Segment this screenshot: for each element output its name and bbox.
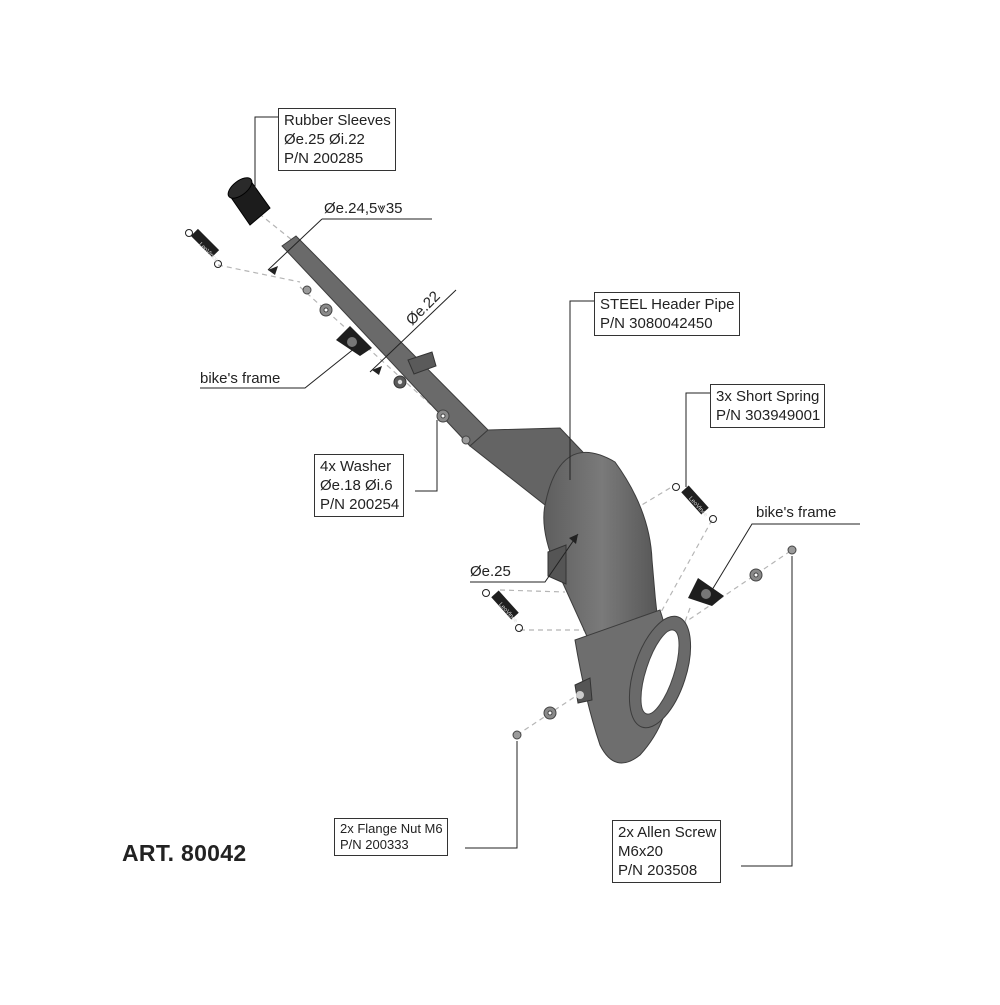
dim-outlet: Øe.25 [470, 563, 511, 580]
callout-allen-screw-line3: P/N 203508 [618, 862, 698, 879]
callout-short-spring-line1: 3x Short Spring [716, 388, 820, 405]
callout-washer-line2: Øe.18 Øi.6 [320, 477, 393, 494]
leader-lines [200, 116, 860, 867]
callout-flange-nut-line2: P/N 200333 [340, 837, 409, 852]
callout-steel-header-pipe: STEEL Header Pipe P/N 3080042450 [594, 292, 740, 336]
callout-allen-screw: 2x Allen Screw M6x20 P/N 203508 [612, 820, 722, 883]
callout-rubber-sleeves: Rubber Sleeves Øe.25 Øi.22 P/N 200285 [278, 108, 396, 171]
dim-inlet-depth: 35 [385, 200, 403, 217]
spring-right [672, 483, 717, 523]
callout-allen-screw-line1: 2x Allen Screw [618, 824, 717, 841]
washers-and-fasteners [302, 285, 797, 740]
spring-lower [482, 589, 523, 632]
rubber-sleeve-part [227, 177, 271, 226]
dim-inlet: Øe.24,5⩔35 [324, 200, 403, 218]
dim-inlet-depth-symbol: ⩔ [377, 200, 386, 217]
callout-rubber-sleeves-line1: Rubber Sleeves [284, 112, 391, 129]
callout-allen-screw-line2: M6x20 [618, 843, 664, 860]
callout-header-pipe-line1: STEEL Header Pipe [600, 296, 735, 313]
dimension-arrows [268, 266, 578, 544]
callout-short-spring: 3x Short Spring P/N 303949001 [710, 384, 826, 428]
callout-header-pipe-line2: P/N 3080042450 [600, 315, 713, 332]
dim-inlet-diameter: Øe.24,5 [324, 200, 378, 217]
frame-bracket-left [336, 326, 372, 356]
callout-washer-line3: P/N 200254 [320, 496, 400, 513]
frame-bracket-right [688, 578, 724, 606]
frame-label-left: bike's frame [200, 370, 281, 387]
dim-pipe-label: Øe.22 [403, 288, 444, 329]
callout-short-spring-line2: P/N 303949001 [716, 407, 821, 424]
article-number: ART. 80042 [122, 840, 247, 866]
callout-rubber-sleeves-line3: P/N 200285 [284, 150, 364, 167]
callout-washer: 4x Washer Øe.18 Øi.6 P/N 200254 [314, 454, 405, 517]
frame-label-right: bike's frame [756, 504, 837, 521]
callout-flange-nut-line1: 2x Flange Nut M6 [340, 821, 443, 836]
callout-washer-line1: 4x Washer [320, 458, 392, 475]
callout-rubber-sleeves-line2: Øe.25 Øi.22 [284, 131, 365, 148]
steel-header-pipe [281, 235, 692, 764]
callout-flange-nut: 2x Flange Nut M6 P/N 200333 [334, 818, 448, 856]
spring-top-left [185, 228, 222, 268]
